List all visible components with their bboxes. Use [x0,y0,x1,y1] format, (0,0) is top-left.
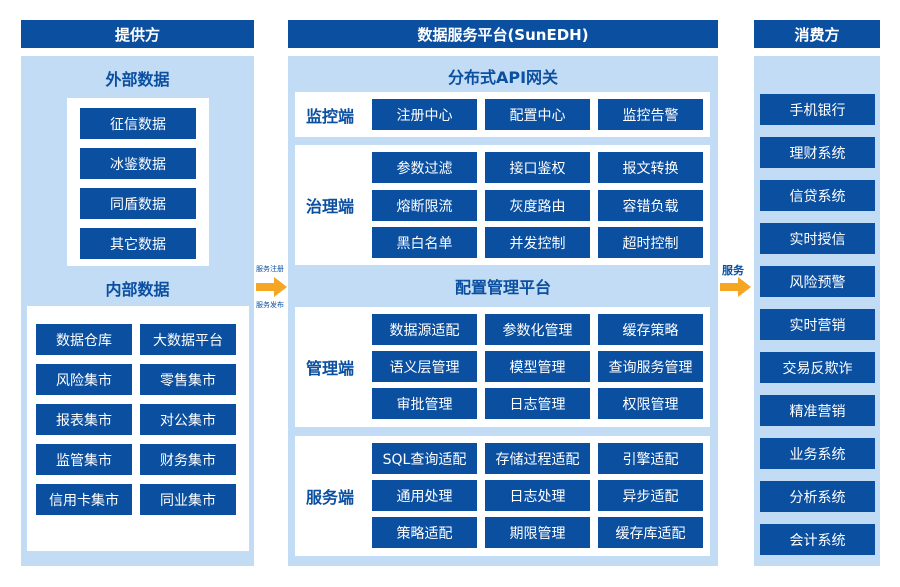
internal-item[interactable]: 同业集市 [140,484,236,515]
manage-item[interactable]: 查询服务管理 [598,351,703,382]
service-item[interactable]: 日志处理 [485,480,590,511]
internal-item[interactable]: 对公集市 [140,404,236,435]
service-item[interactable]: 缓存库适配 [598,517,703,548]
internal-item[interactable]: 风险集市 [36,364,132,395]
service-item[interactable]: SQL查询适配 [372,443,477,474]
monitor-item[interactable]: 配置中心 [485,99,590,130]
external-item[interactable]: 征信数据 [80,108,196,139]
internal-item[interactable]: 零售集市 [140,364,236,395]
consumer-item[interactable]: 风险预警 [760,266,875,297]
govern-label: 治理端 [305,197,354,216]
manage-item[interactable]: 缓存策略 [598,314,703,345]
platform-header: 数据服务平台(SunEDH) [288,20,718,48]
internal-item[interactable]: 信用卡集市 [36,484,132,515]
consumer-item[interactable]: 信贷系统 [760,180,875,211]
govern-item[interactable]: 接口鉴权 [485,152,590,183]
manage-label: 管理端 [305,359,354,378]
service-publish-label: 服务发布 [256,301,284,309]
consumer-item[interactable]: 分析系统 [760,481,875,512]
config-platform-title: 配置管理平台 [454,278,551,297]
govern-item[interactable]: 超时控制 [598,227,703,258]
consumer-header: 消费方 [754,20,880,48]
manage-item[interactable]: 参数化管理 [485,314,590,345]
consumer-item[interactable]: 交易反欺诈 [760,352,875,383]
service-item[interactable]: 存储过程适配 [485,443,590,474]
external-item[interactable]: 冰鉴数据 [80,148,196,179]
manage-item[interactable]: 模型管理 [485,351,590,382]
consumer-item[interactable]: 会计系统 [760,524,875,555]
govern-item[interactable]: 报文转换 [598,152,703,183]
govern-item[interactable]: 参数过滤 [372,152,477,183]
monitor-item[interactable]: 注册中心 [372,99,477,130]
manage-item[interactable]: 数据源适配 [372,314,477,345]
manage-item[interactable]: 语义层管理 [372,351,477,382]
manage-item[interactable]: 日志管理 [485,388,590,419]
right-arrow-icon [256,277,287,297]
service-register-label: 服务注册 [256,265,284,273]
consumer-item[interactable]: 业务系统 [760,438,875,469]
service-item[interactable]: 通用处理 [372,480,477,511]
provider-header: 提供方 [21,20,254,48]
manage-item[interactable]: 权限管理 [598,388,703,419]
gateway-title: 分布式API网关 [447,68,559,87]
service-item[interactable]: 引擎适配 [598,443,703,474]
external-item[interactable]: 同盾数据 [80,188,196,219]
consumer-item[interactable]: 实时营销 [760,309,875,340]
right-arrow-icon [720,277,751,297]
external-data-title: 外部数据 [105,70,170,89]
govern-item[interactable]: 黑白名单 [372,227,477,258]
govern-item[interactable]: 灰度路由 [485,190,590,221]
consumer-item[interactable]: 实时授信 [760,223,875,254]
consumer-item[interactable]: 精准营销 [760,395,875,426]
consumer-item[interactable]: 理财系统 [760,137,875,168]
internal-item[interactable]: 报表集市 [36,404,132,435]
external-item[interactable]: 其它数据 [80,228,196,259]
internal-item[interactable]: 大数据平台 [140,324,236,355]
internal-item[interactable]: 财务集市 [140,444,236,475]
govern-item[interactable]: 容错负载 [598,190,703,221]
internal-data-title: 内部数据 [105,280,170,299]
govern-item[interactable]: 熔断限流 [372,190,477,221]
govern-item[interactable]: 并发控制 [485,227,590,258]
service-arrow-label: 服务 [722,264,744,277]
service-label: 服务端 [305,488,354,507]
monitor-item[interactable]: 监控告警 [598,99,703,130]
manage-item[interactable]: 审批管理 [372,388,477,419]
service-item[interactable]: 异步适配 [598,480,703,511]
internal-item[interactable]: 数据仓库 [36,324,132,355]
internal-item[interactable]: 监管集市 [36,444,132,475]
consumer-item[interactable]: 手机银行 [760,94,875,125]
service-item[interactable]: 策略适配 [372,517,477,548]
monitor-label: 监控端 [305,106,354,126]
service-item[interactable]: 期限管理 [485,517,590,548]
